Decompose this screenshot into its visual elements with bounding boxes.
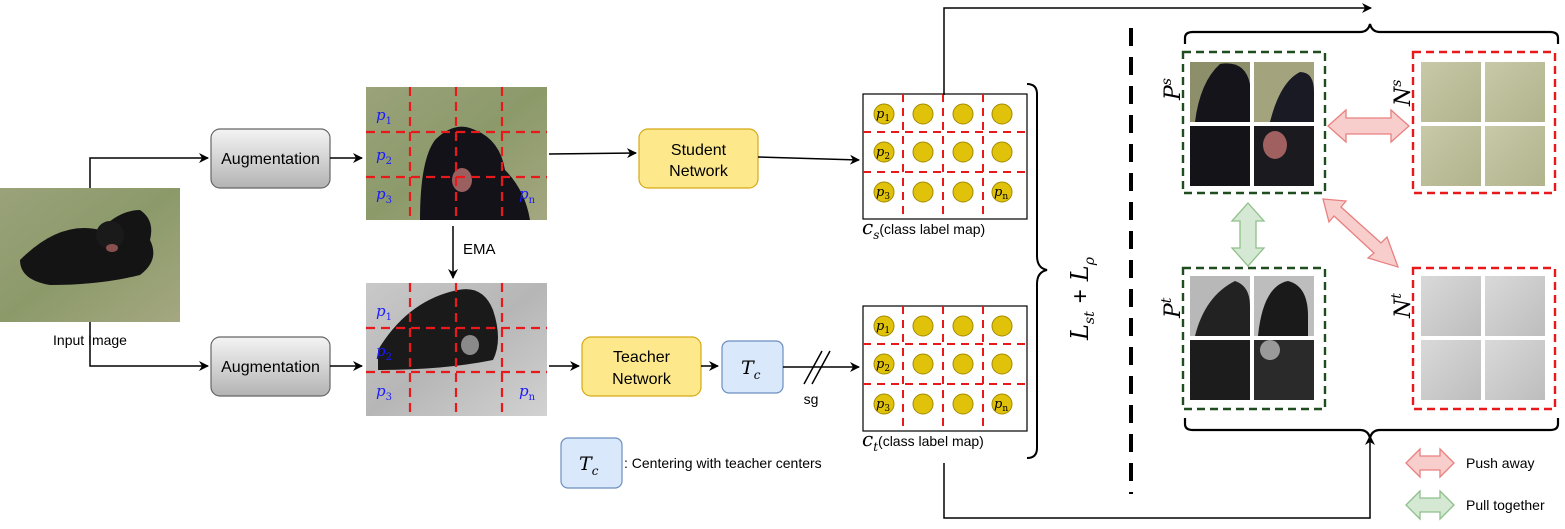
patch-label-p3-bottom: p3 xyxy=(376,382,392,403)
class-dot-teacher-r0-c1 xyxy=(912,315,934,337)
class-dot-teacher-r0-c0 xyxy=(873,315,895,337)
set-label-Nt: Nt xyxy=(1389,293,1416,319)
class-dot-label-student-r2-c0: p3 xyxy=(876,185,890,202)
sets-brace-bottom xyxy=(1183,418,1560,439)
class-dot-teacher-r0-c3 xyxy=(991,315,1013,337)
set-label-Ps: Ps xyxy=(1159,78,1186,101)
class-dot-student-r0-c1 xyxy=(912,103,934,125)
class-dot-teacher-r2-c3 xyxy=(991,393,1013,415)
centering-symbol: Tc xyxy=(741,357,761,382)
centering-legend-text: : Centering with teacher centers xyxy=(624,455,822,471)
sg-label: sg xyxy=(804,391,819,407)
class-dot-teacher-r1-c1 xyxy=(912,353,934,375)
patch-label-p1-top: p1 xyxy=(376,106,392,127)
class-dot-label-teacher-r2-c0: p3 xyxy=(876,397,890,414)
class-dot-teacher-r2-c2 xyxy=(952,393,974,415)
sets-brace-top xyxy=(1183,23,1560,44)
augmentation-bottom-label: Augmentation xyxy=(221,359,320,376)
augmentation-top-box: Augmentation xyxy=(210,128,331,189)
class-dot-label-student-r0-c0: p1 xyxy=(876,107,890,124)
class-dot-teacher-r0-c2 xyxy=(952,315,974,337)
pull-together-legend-icon xyxy=(1405,489,1455,521)
ema-label: EMA xyxy=(463,241,496,258)
class-dot-student-r0-c0 xyxy=(873,103,895,125)
patch-label-pn-bottom: pn xyxy=(519,382,536,403)
class-dot-student-r0-c2 xyxy=(952,103,974,125)
arrow-teacher-map-to-sets xyxy=(943,435,1375,519)
class-dot-teacher-r1-c2 xyxy=(952,353,974,375)
augmentation-bottom-box: Augmentation xyxy=(210,336,331,397)
class-dot-student-r0-c3 xyxy=(991,103,1013,125)
class-dot-label-student-r2-c3: pn xyxy=(994,185,1008,202)
class-dot-teacher-r1-c3 xyxy=(991,353,1013,375)
positive-set-student xyxy=(1181,50,1327,195)
patch-label-p2-top: p2 xyxy=(376,146,392,167)
class-dot-teacher-r2-c0 xyxy=(873,393,895,415)
push-arrow-Ps-Ns xyxy=(1327,108,1410,144)
class-dot-teacher-r2-c1 xyxy=(912,393,934,415)
class-dot-student-r1-c3 xyxy=(991,141,1013,163)
class-dot-student-r2-c3 xyxy=(991,181,1013,203)
class-dot-label-teacher-r2-c3: pn xyxy=(994,397,1008,414)
push-away-legend-text: Push away xyxy=(1466,455,1534,471)
student-network-label-line1: Student xyxy=(671,142,727,159)
augmentation-top-label: Augmentation xyxy=(221,151,320,168)
class-dot-teacher-r1-c0 xyxy=(873,353,895,375)
loss-formula: Lst+Lρ xyxy=(1066,256,1098,341)
centering-legend-box: Tc xyxy=(560,437,623,489)
class-dot-label-teacher-r1-c0: p2 xyxy=(876,357,890,374)
patch-label-p2-bottom: p2 xyxy=(376,342,392,363)
patch-label-pn-top: pn xyxy=(519,185,536,206)
negative-set-student xyxy=(1411,50,1557,195)
pull-together-legend-text: Pull together xyxy=(1466,497,1545,513)
class-dot-student-r2-c0 xyxy=(873,181,895,203)
stop-gradient-mark xyxy=(803,350,831,385)
arrow-input-to-aug-top xyxy=(89,153,209,188)
push-arrow-Ps-Nt xyxy=(1322,198,1400,268)
class-dot-label-student-r1-c0: p2 xyxy=(876,145,890,162)
arrow-crop-to-student xyxy=(548,148,637,159)
arrow-student-map-to-sets xyxy=(943,3,1372,95)
class-label-map-teacher: p1 p2 p3 pn xyxy=(862,305,1028,432)
class-dot-student-r1-c0 xyxy=(873,141,895,163)
class-dot-student-r1-c1 xyxy=(912,141,934,163)
input-image xyxy=(0,188,180,322)
teacher-network-box: Teacher Network xyxy=(581,336,702,397)
teacher-network-label-line1: Teacher xyxy=(613,349,671,366)
teacher-network-label-line2: Network xyxy=(612,371,672,388)
pull-arrow-Ps-Pt xyxy=(1230,202,1266,267)
patch-label-p3-top: p3 xyxy=(376,185,392,206)
student-network-label-line2: Network xyxy=(669,163,729,180)
negative-set-teacher xyxy=(1411,266,1557,411)
student-network-box: Student Network xyxy=(638,128,759,189)
arrow-student-to-map xyxy=(757,154,860,165)
class-dot-student-r2-c1 xyxy=(912,181,934,203)
arrow-input-to-aug-bottom xyxy=(89,322,209,371)
loss-brace xyxy=(1026,83,1048,459)
patch-label-p1-bottom: p1 xyxy=(376,302,392,323)
augmented-crop-teacher xyxy=(366,283,547,416)
augmented-crop-student xyxy=(366,87,547,220)
class-dot-student-r1-c2 xyxy=(952,141,974,163)
push-away-legend-icon xyxy=(1405,447,1455,479)
set-label-Ns: Ns xyxy=(1389,80,1416,107)
class-dot-label-teacher-r0-c0: p1 xyxy=(876,319,890,336)
centering-legend-symbol: Tc xyxy=(579,453,599,478)
set-label-Pt: Pt xyxy=(1159,297,1186,319)
positive-set-teacher xyxy=(1181,266,1327,411)
class-dot-student-r2-c2 xyxy=(952,181,974,203)
class-label-map-student-caption: cs(class label map) xyxy=(862,215,985,242)
class-label-map-teacher-caption: ct(class label map) xyxy=(862,427,984,454)
centering-box: Tc xyxy=(721,340,784,394)
class-label-map-student: p1 p2 p3 pn xyxy=(862,93,1028,220)
